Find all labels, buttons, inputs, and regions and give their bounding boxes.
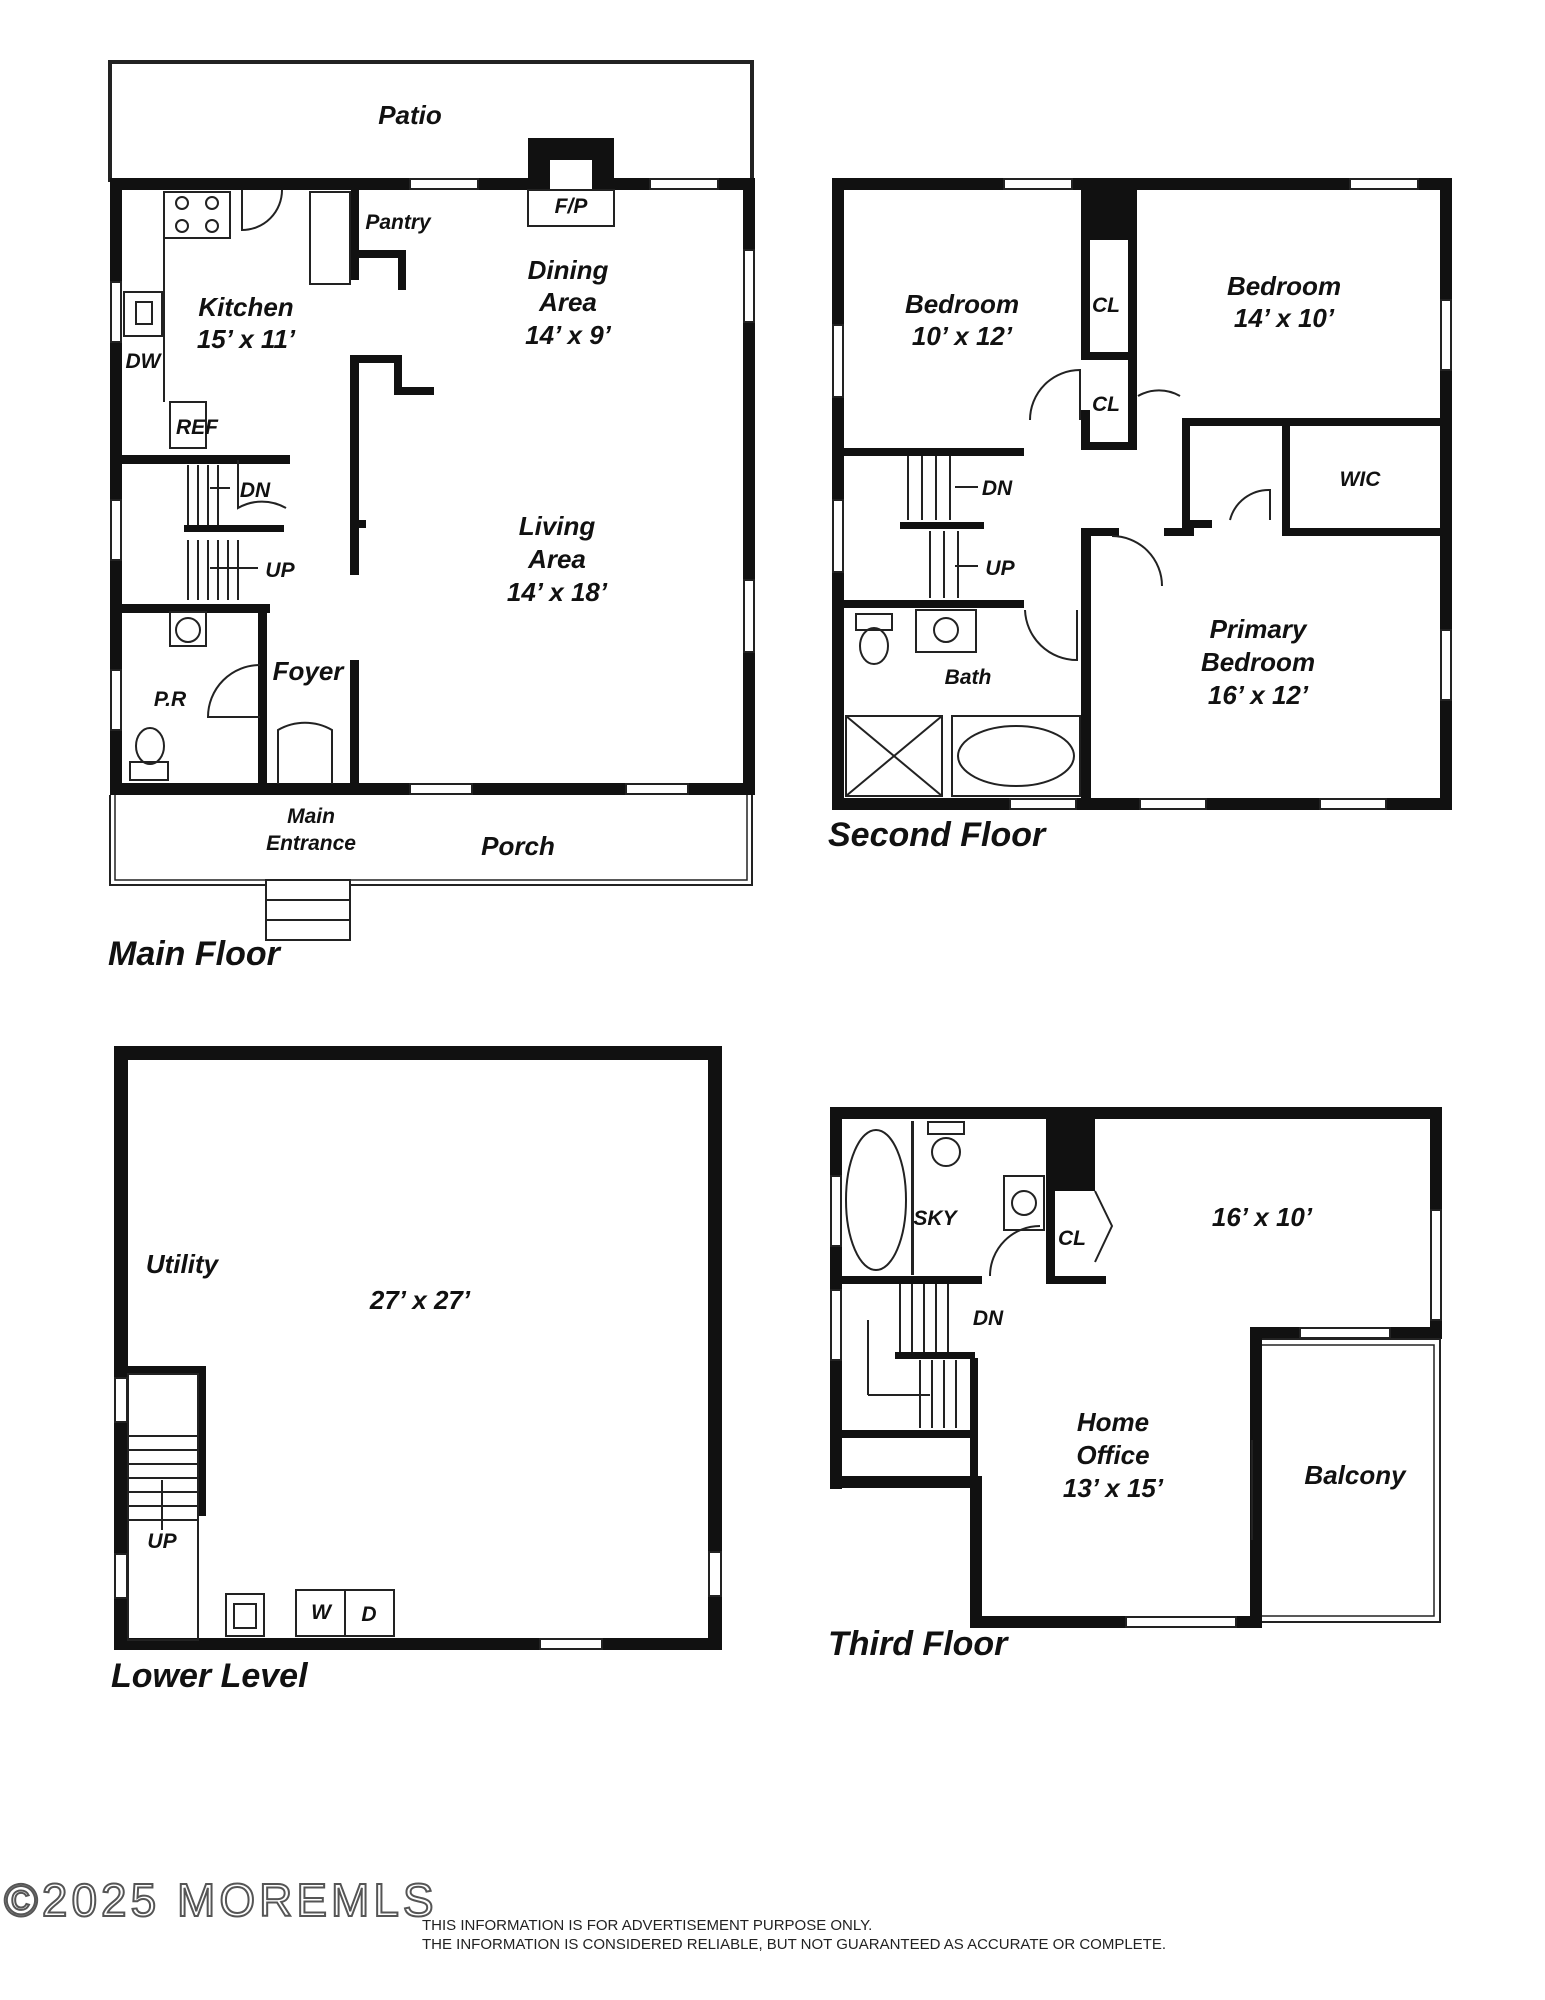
bedroom-b-name: Bedroom [1227, 271, 1341, 301]
stairs-down-label: DN [240, 479, 271, 502]
primary-bedroom-name-line2: Bedroom [1201, 647, 1315, 677]
patio-label: Patio [378, 100, 442, 130]
third-floor-plan: SKY CL 16’ x 10’ DN Home Office 13’ x 15… [828, 1107, 1442, 1663]
footer: ©2025 MOREMLS THIS INFORMATION IS FOR AD… [3, 1873, 1166, 1953]
primary-bedroom-size: 16’ x 12’ [1208, 680, 1309, 710]
dishwasher-label: DW [126, 350, 163, 373]
kitchen-size: 15’ x 11’ [197, 324, 296, 354]
second-stairs-down-label: DN [982, 477, 1013, 500]
pantry-label: Pantry [365, 211, 432, 234]
primary-bedroom-name-line1: Primary [1210, 614, 1308, 644]
copyright-watermark: ©2025 MOREMLS [4, 1874, 438, 1926]
disclaimer-line-2: THE INFORMATION IS CONSIDERED RELIABLE, … [422, 1936, 1166, 1953]
refrigerator-label: REF [176, 416, 219, 439]
second-floor-plan: Bedroom 10’ x 12’ Bedroom 14’ x 10’ CL C… [828, 178, 1452, 854]
dining-name-line1: Dining [528, 255, 609, 285]
bedroom-b-size: 14’ x 10’ [1234, 303, 1335, 333]
stairs-up-label: UP [265, 559, 295, 582]
bath-label: Bath [945, 666, 992, 689]
bedroom-a-name: Bedroom [905, 289, 1019, 319]
main-floor-plan: Patio F/P Pantry Kitchen 15’ x 11’ Dinin… [108, 60, 755, 973]
porch-label: Porch [481, 831, 555, 861]
closet-2-label: CL [1092, 393, 1120, 416]
third-stairs-down-label: DN [973, 1307, 1004, 1330]
third-floor-title: Third Floor [828, 1625, 1009, 1663]
lower-level-plan: Utility 27’ x 27’ UP W D Lower Level [111, 1046, 722, 1695]
second-floor-title: Second Floor [828, 816, 1047, 854]
fireplace-label: F/P [555, 195, 589, 218]
walk-in-closet-label: WIC [1340, 468, 1382, 491]
disclaimer-line-1: THIS INFORMATION IS FOR ADVERTISEMENT PU… [422, 1917, 872, 1934]
third-closet-label: CL [1058, 1227, 1086, 1250]
dining-size: 14’ x 9’ [525, 320, 612, 350]
home-office-name-line2: Office [1076, 1440, 1149, 1470]
kitchen-name: Kitchen [198, 292, 293, 322]
main-stairs [184, 465, 284, 600]
home-office-size: 13’ x 15’ [1063, 1473, 1164, 1503]
second-stairs-up-label: UP [985, 557, 1015, 580]
foyer-label: Foyer [273, 656, 346, 686]
living-name-line2: Area [527, 544, 586, 574]
lower-level-title: Lower Level [111, 1657, 309, 1695]
bedroom-a-size: 10’ x 12’ [912, 321, 1013, 351]
main-entrance-line2: Entrance [266, 832, 356, 855]
living-size: 14’ x 18’ [507, 577, 608, 607]
dining-name-line2: Area [538, 287, 597, 317]
utility-label: Utility [146, 1249, 220, 1279]
lower-level-size: 27’ x 27’ [369, 1285, 471, 1315]
dryer-label: D [361, 1603, 376, 1626]
balcony-label: Balcony [1304, 1460, 1407, 1490]
lower-stairs-up-label: UP [147, 1530, 177, 1553]
main-floor-title: Main Floor [108, 935, 282, 973]
home-office-name-line1: Home [1077, 1407, 1149, 1437]
skylight-label: SKY [913, 1207, 958, 1230]
living-name-line1: Living [519, 511, 596, 541]
third-room-size: 16’ x 10’ [1212, 1202, 1313, 1232]
powder-room-label: P.R [154, 688, 187, 711]
main-entrance-line1: Main [287, 805, 335, 828]
washer-label: W [311, 1601, 333, 1624]
closet-1-label: CL [1092, 294, 1120, 317]
